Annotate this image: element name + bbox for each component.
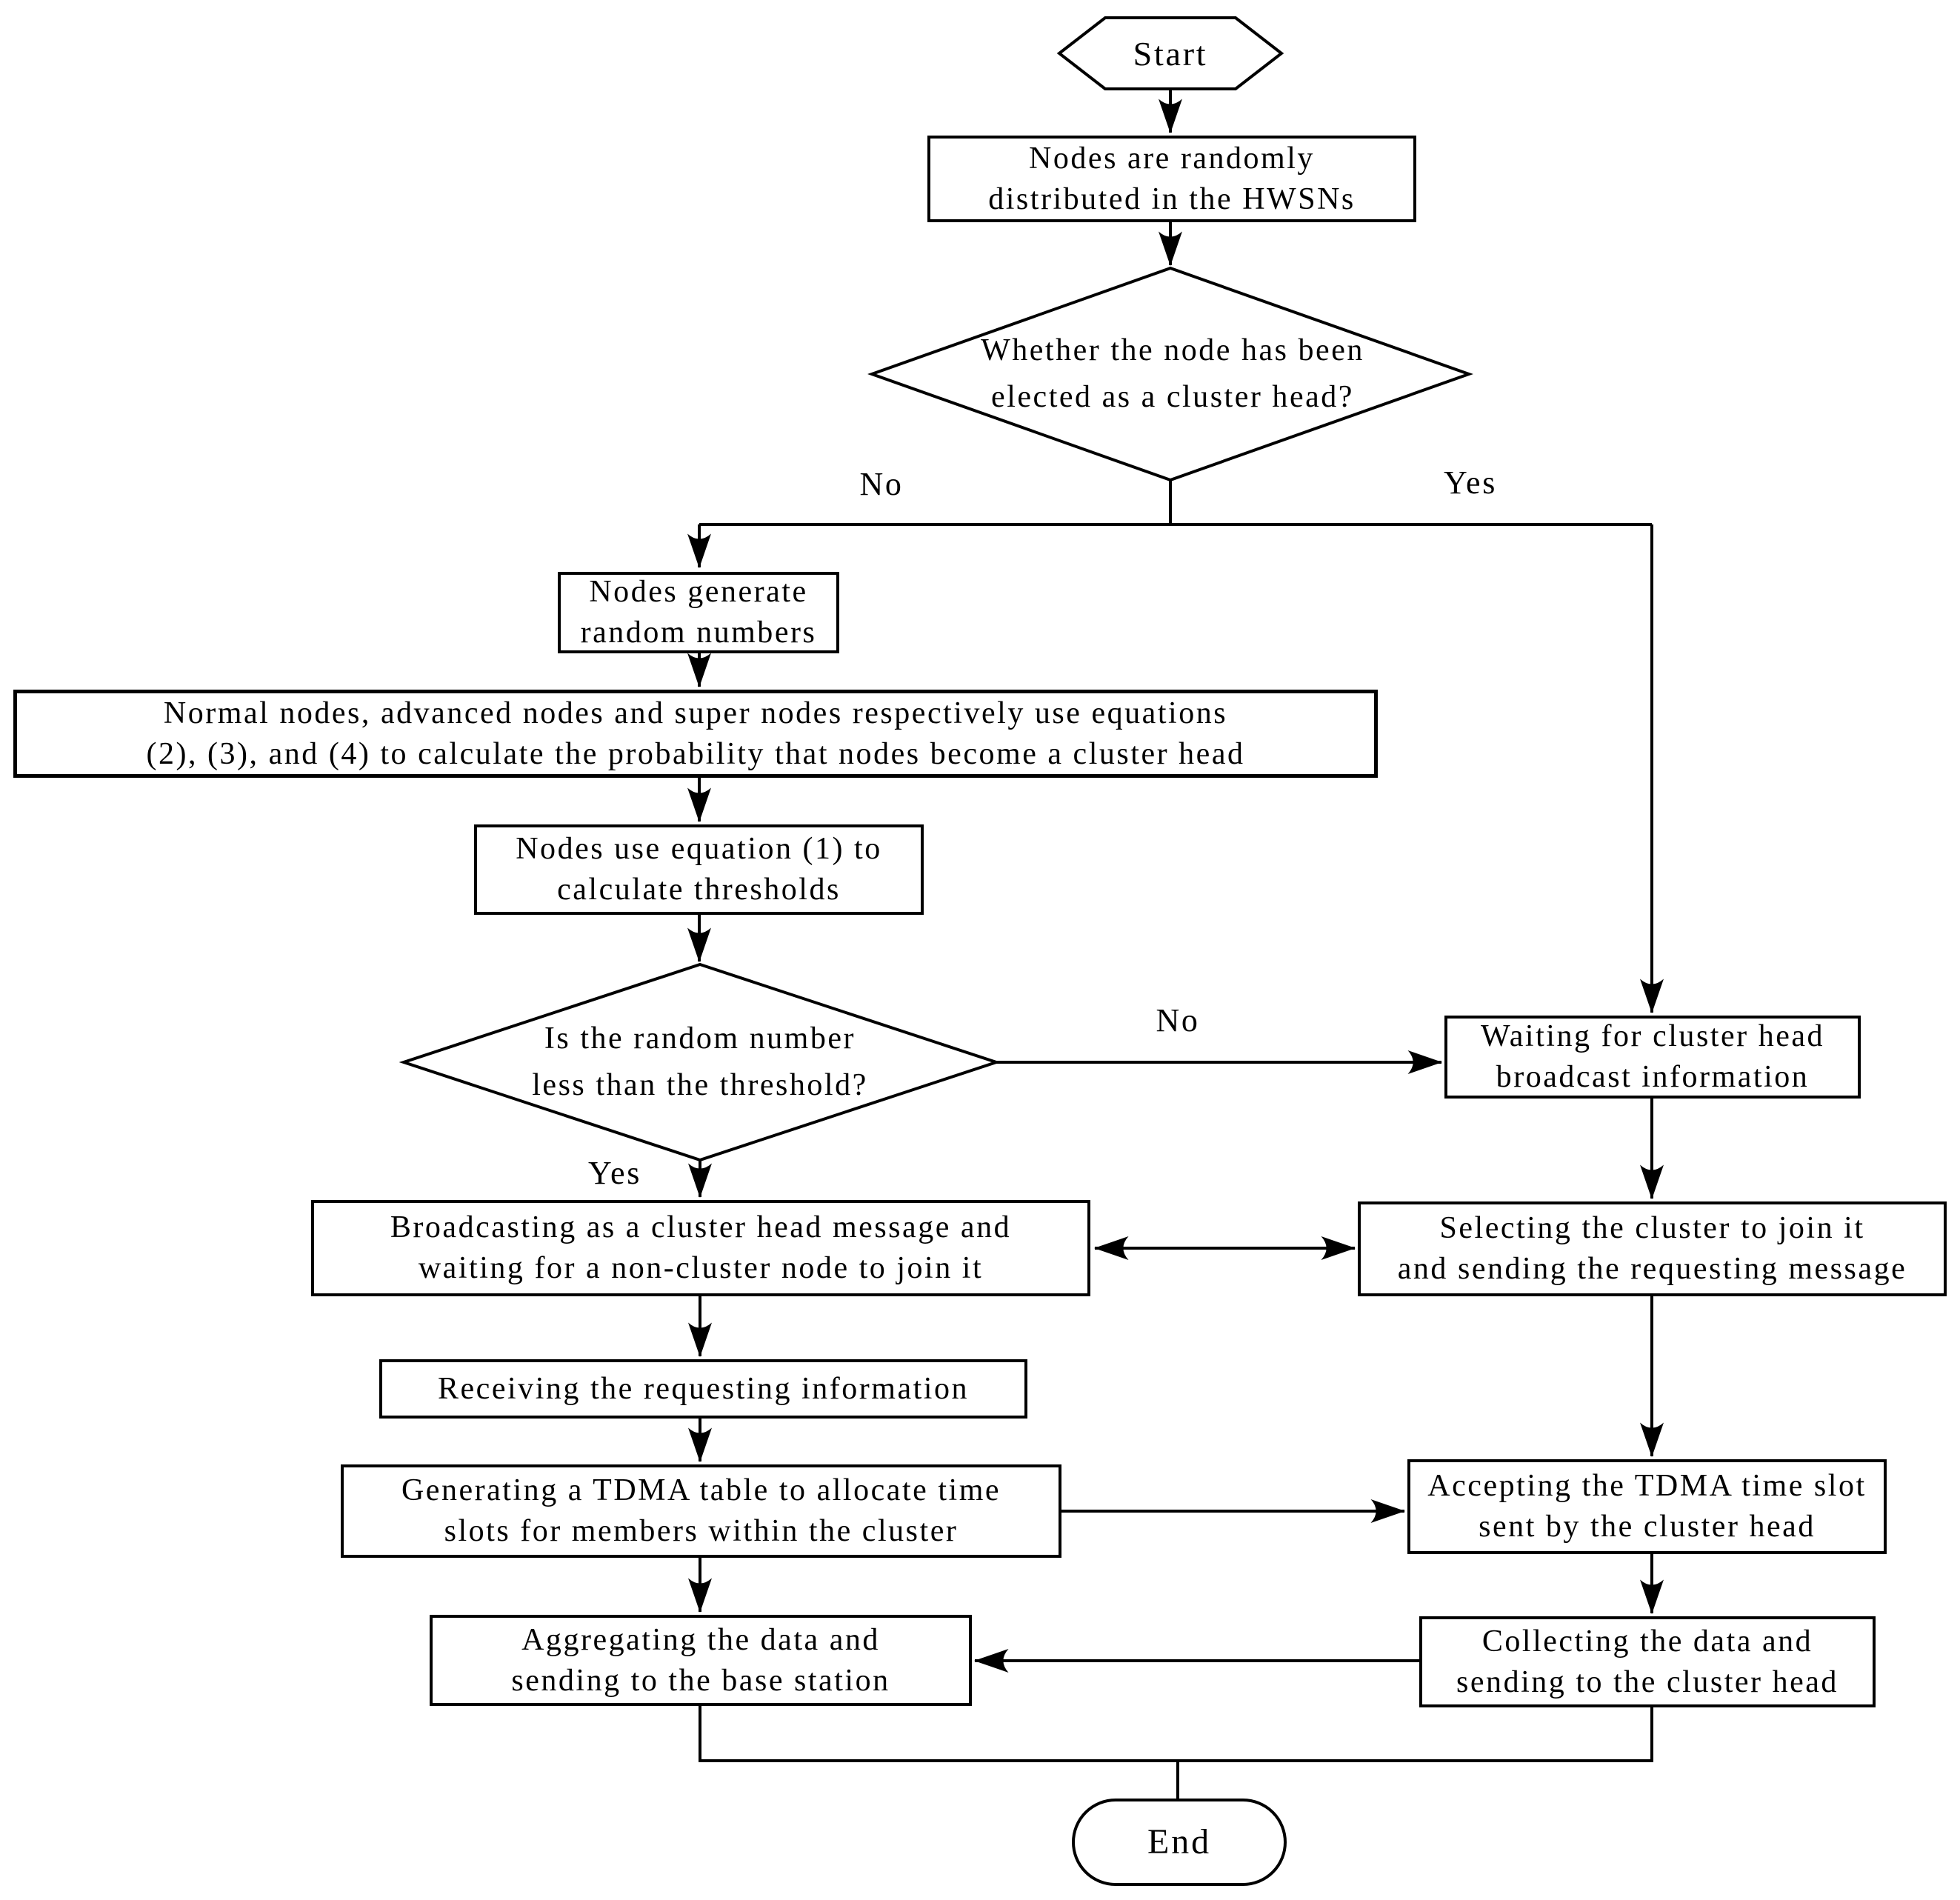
node-label: Start <box>1133 34 1208 73</box>
edge-label-random-no: No <box>1156 1002 1200 1039</box>
node-generating-tdma: Generating a TDMA table to allocate time… <box>341 1464 1061 1558</box>
node-broadcasting-cluster-head: Broadcasting as a cluster head message a… <box>311 1200 1090 1296</box>
node-label-line: Waiting for cluster head <box>1480 1019 1825 1054</box>
node-label-line: sending to the cluster head <box>1456 1664 1839 1699</box>
node-collecting-data: Collecting the data and sending to the c… <box>1419 1616 1876 1707</box>
edge-label-random-yes: Yes <box>588 1155 641 1191</box>
node-aggregating-data: Aggregating the data and sending to the … <box>430 1615 972 1706</box>
edge-merge-bottom <box>699 1706 1653 1762</box>
node-label-line: elected as a cluster head? <box>991 380 1354 414</box>
node-start: Start <box>1059 18 1281 89</box>
node-label-line: Generating a TDMA table to allocate time <box>401 1473 1001 1508</box>
edge-label-elected-no: No <box>859 466 904 502</box>
node-label-line: Is the random number <box>544 1021 856 1056</box>
node-distribute-hwsns: Nodes are randomly distributed in the HW… <box>927 136 1416 222</box>
node-label-line: Normal nodes, advanced nodes and super n… <box>163 696 1228 730</box>
node-label-line: and sending the requesting message <box>1397 1252 1907 1286</box>
decision-elected-cluster-head: Whether the node has been elected as a c… <box>874 268 1471 480</box>
decision-random-less-threshold: Is the random number less than the thres… <box>404 964 996 1160</box>
node-label-line: broadcast information <box>1496 1060 1810 1094</box>
node-label-line: Whether the node has been <box>981 333 1364 367</box>
node-label-line: (2), (3), and (4) to calculate the proba… <box>146 736 1245 771</box>
node-label-line: random numbers <box>580 616 817 650</box>
node-accepting-tdma: Accepting the TDMA time slot sent by the… <box>1407 1459 1887 1554</box>
node-label-line: Nodes generate <box>589 575 808 610</box>
shape-start-hexagon <box>1056 16 1284 90</box>
node-label-line: Aggregating the data and <box>521 1622 880 1657</box>
node-label: End <box>1147 1821 1211 1861</box>
node-label-line: Selecting the cluster to join it <box>1439 1211 1865 1246</box>
node-label-line: Receiving the requesting information <box>437 1371 970 1406</box>
edge-label-elected-yes: Yes <box>1444 464 1497 501</box>
node-probability-equations: Normal nodes, advanced nodes and super n… <box>13 690 1378 778</box>
node-label-line: distributed in the HWSNs <box>988 181 1356 216</box>
node-waiting-broadcast: Waiting for cluster head broadcast infor… <box>1444 1016 1861 1099</box>
node-label-line: calculate thresholds <box>557 873 841 907</box>
node-generate-random-numbers: Nodes generate random numbers <box>558 572 839 653</box>
node-label-line: Collecting the data and <box>1481 1624 1813 1659</box>
node-label-line: sending to the base station <box>511 1663 890 1698</box>
node-label-line: waiting for a non-cluster node to join i… <box>418 1251 984 1285</box>
node-label-line: Accepting the TDMA time slot <box>1427 1469 1867 1504</box>
node-label-line: Broadcasting as a cluster head message a… <box>390 1210 1012 1245</box>
node-label-line: Nodes are randomly <box>1029 141 1315 176</box>
node-calculate-thresholds: Nodes use equation (1) to calculate thre… <box>474 824 924 915</box>
node-selecting-cluster: Selecting the cluster to join it and sen… <box>1358 1201 1947 1296</box>
node-label-line: Nodes use equation (1) to <box>516 832 882 867</box>
node-label-line: slots for members within the cluster <box>444 1514 959 1548</box>
node-receiving-request: Receiving the requesting information <box>379 1359 1027 1419</box>
node-end: End <box>1072 1799 1287 1886</box>
node-label-line: sent by the cluster head <box>1479 1510 1816 1544</box>
node-label-line: less than the threshold? <box>532 1068 868 1102</box>
